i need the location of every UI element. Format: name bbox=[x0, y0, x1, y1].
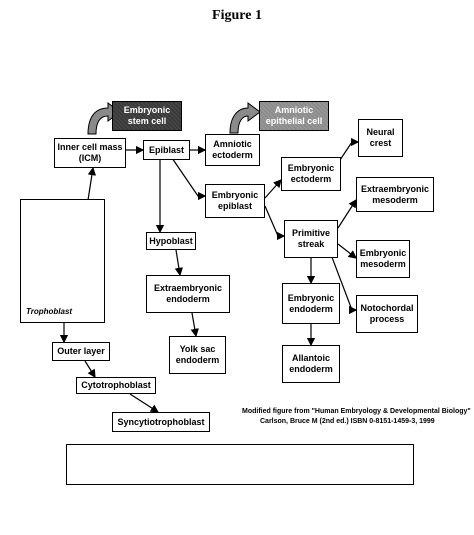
inner-cell-mass-box: Inner cell mass (ICM) bbox=[54, 138, 126, 168]
figure-title: Figure 1 bbox=[212, 8, 262, 23]
credit-line-1: Modified figure from "Human Embryology &… bbox=[242, 408, 471, 415]
arrow-epiblast-streak bbox=[264, 205, 286, 241]
amniotic-ectoderm-box: Amniotic ectoderm bbox=[205, 134, 260, 166]
notochordal-process-box: Notochordal process bbox=[356, 295, 418, 333]
arrow-epiblast-embryonic-epiblast bbox=[171, 157, 207, 201]
arrow-ectoderm-neural-crest bbox=[339, 137, 360, 161]
extraembryonic-mesoderm-box: Extraembryonic mesoderm bbox=[356, 177, 434, 212]
arrow-epiblast-ectoderm bbox=[264, 179, 282, 199]
syncytiotrophoblast-box: Syncytiotrophoblast bbox=[112, 412, 210, 432]
embryonic-stem-cell-box: Embryonic stem cell bbox=[112, 101, 182, 131]
trophoblast-box bbox=[20, 199, 105, 323]
allantoic-endoderm-box: Allantoic endoderm bbox=[282, 345, 340, 383]
trophoblast-label: Trophoblast bbox=[26, 307, 73, 316]
cytotrophoblast-box: Cytotrophoblast bbox=[76, 377, 156, 394]
extraembryonic-endoderm-box: Extraembryonic endoderm bbox=[146, 275, 230, 313]
arrow-cyto-syncytio bbox=[129, 393, 160, 413]
arrow-streak-extra-mesoderm bbox=[337, 198, 357, 229]
curved-arrow-amniotic bbox=[229, 102, 261, 134]
arrow-outer-cyto bbox=[84, 360, 96, 379]
embryonic-ectoderm-box: Embryonic ectoderm bbox=[281, 157, 341, 191]
yolk-sac-endoderm-box: Yolk sac endoderm bbox=[169, 336, 226, 374]
embryonic-mesoderm-box: Embryonic mesoderm bbox=[356, 240, 410, 278]
arrow-trophoblast-icm bbox=[87, 166, 97, 201]
hypoblast-box: Hypoblast bbox=[146, 232, 196, 250]
neural-crest-box: Neural crest bbox=[358, 119, 403, 157]
arrow-streak-notochord bbox=[329, 251, 358, 315]
credit-line-2: Carlson, Bruce M (2nd ed.) ISBN 0-8151-1… bbox=[260, 418, 435, 425]
figure-credit: Modified figure from "Human Embryology &… bbox=[242, 407, 471, 427]
embryonic-epiblast-box: Embryonic epiblast bbox=[205, 184, 265, 218]
outer-layer-box: Outer layer bbox=[52, 342, 110, 361]
epiblast-box: Epiblast bbox=[143, 140, 190, 160]
embryonic-endoderm-box: Embryonic endoderm bbox=[282, 283, 340, 324]
amniotic-epithelial-cell-box: Amniotic epithelial cell bbox=[259, 101, 329, 131]
caption-box bbox=[66, 444, 414, 485]
arrow-extra-endoderm-yolk-sac bbox=[190, 312, 199, 338]
arrow-hypoblast-extra-endoderm bbox=[174, 249, 184, 277]
arrow-streak-mesoderm bbox=[337, 243, 357, 259]
primitive-streak-box: Primitive streak bbox=[284, 220, 338, 258]
